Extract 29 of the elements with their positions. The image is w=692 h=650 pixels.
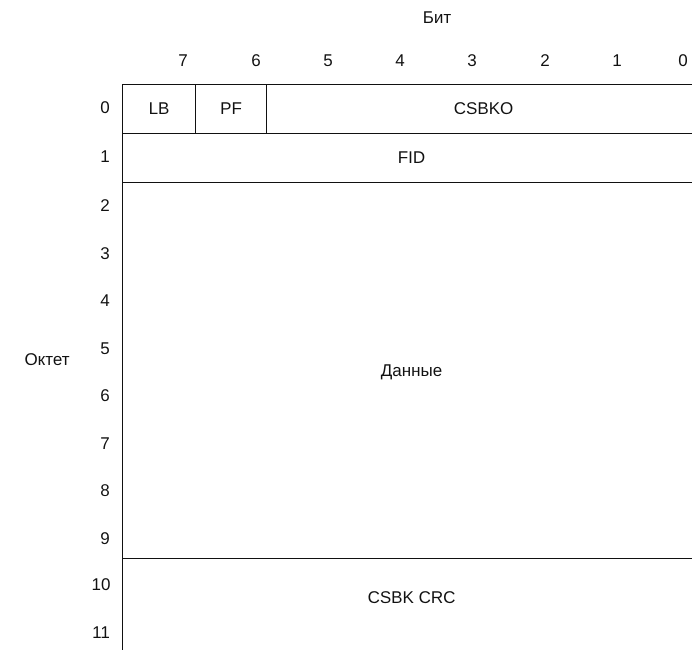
octet-number: 2 xyxy=(100,196,110,216)
octet-number: 1 xyxy=(100,147,110,167)
octet-number: 0 xyxy=(100,98,110,118)
octet-number: 10 xyxy=(92,575,110,595)
bit-number: 1 xyxy=(612,51,622,71)
field-name: LB xyxy=(148,99,170,119)
octet-number: 11 xyxy=(92,623,110,643)
field-name: CSBK CRC xyxy=(368,588,456,608)
bit-number: 2 xyxy=(540,51,550,71)
bit-number: 5 xyxy=(323,51,333,71)
field-name: Данные xyxy=(380,360,442,380)
bit-number: 4 xyxy=(395,51,405,71)
field-box xyxy=(122,84,196,134)
octet-number: 8 xyxy=(100,481,110,501)
octet-number: 6 xyxy=(100,386,110,406)
field-name: FID xyxy=(398,148,426,168)
bit-number: 6 xyxy=(251,51,261,71)
octet-number: 3 xyxy=(100,244,110,264)
octet-number: 9 xyxy=(100,529,110,549)
axis-title: Бит xyxy=(422,8,452,28)
field-name: CSBKO xyxy=(454,99,514,119)
bit-number: 3 xyxy=(467,51,477,71)
axis-title: Октет xyxy=(24,350,70,370)
bit-number: 0 xyxy=(678,51,688,71)
octet-number: 5 xyxy=(100,339,110,359)
octet-number: 7 xyxy=(100,434,110,454)
octet-number: 4 xyxy=(100,291,110,311)
field-name: PF xyxy=(220,99,242,119)
bit-number: 7 xyxy=(178,51,188,71)
